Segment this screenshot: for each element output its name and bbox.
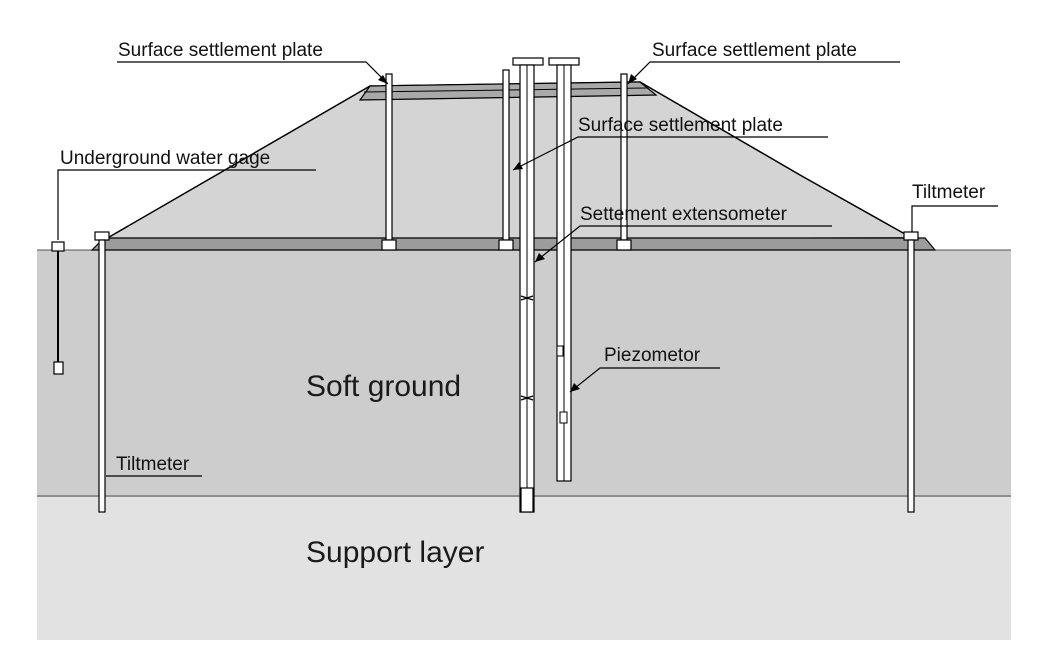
- settlement-plate-rod-1: [381, 73, 397, 251]
- support-layer-region: [37, 496, 1011, 640]
- label-surface-plate-left: Surface settlement plate: [118, 40, 323, 61]
- label-surface-plate-right: Surface settlement plate: [652, 40, 857, 61]
- tiltmeter-right-instrument: [903, 231, 919, 513]
- settlement-plate-rod-2: [498, 69, 514, 251]
- tiltmeter-left-instrument: [94, 231, 110, 513]
- label-support-layer: Support layer: [306, 536, 484, 569]
- piezometer-instrument: [548, 57, 580, 482]
- settlement-plate-rod-3: [616, 73, 632, 251]
- label-surface-plate-middle: Surface settlement plate: [578, 115, 783, 136]
- settlement-extensometer-instrument: [512, 57, 544, 513]
- leader-lines: [57, 61, 998, 477]
- label-tiltmeter-left: Tiltmeter: [116, 454, 190, 475]
- label-settlement-extensometer: Settement extensometer: [580, 204, 788, 225]
- label-tiltmeter-right: Tiltmeter: [912, 182, 986, 203]
- label-piezometer: Piezometor: [604, 345, 701, 366]
- label-soft-ground: Soft ground: [306, 370, 461, 403]
- label-underground-water-gage: Underground water gage: [60, 148, 270, 169]
- underground-water-gage-instrument: [51, 241, 65, 375]
